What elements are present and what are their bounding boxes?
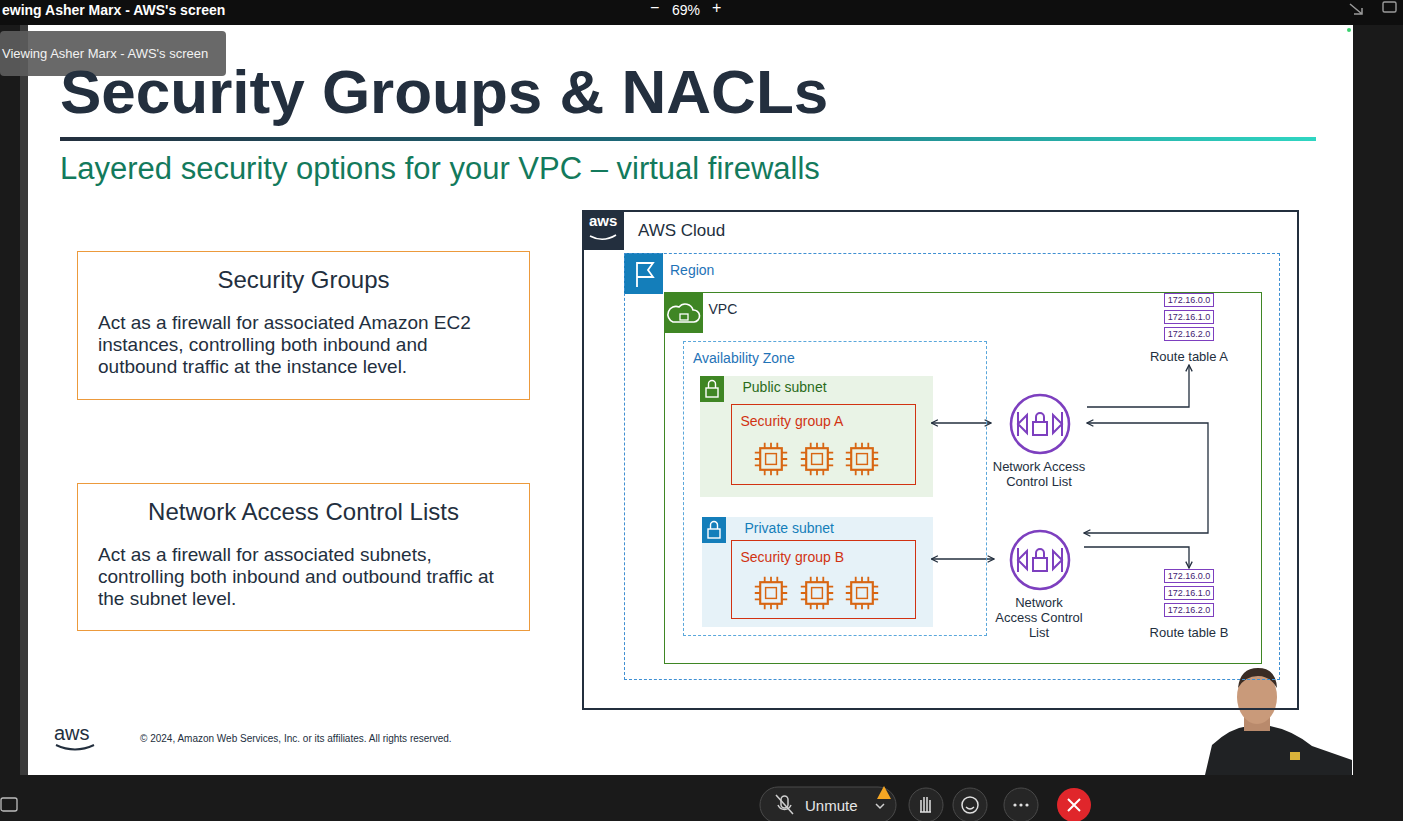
aws-logo-text: aws — [589, 212, 617, 229]
group-label: Public subnet — [743, 379, 932, 395]
connector-arrow — [932, 558, 995, 559]
aws-logo-smile — [56, 745, 94, 750]
nacl-icons — [1011, 395, 1069, 589]
security-group: Security group B — [731, 540, 916, 619]
group-label: Region — [670, 262, 1279, 278]
route-table: 172.16.0.0 172.16.1.0 172.16.2.0Route tabl… — [1149, 293, 1229, 364]
slide-title: Security Groups & NACLs — [60, 61, 828, 123]
group-label: Availability Zone — [693, 350, 986, 366]
route-table: 172.16.0.0 172.16.1.0 172.16.2.0Route tabl… — [1149, 569, 1229, 640]
presenter-video — [1205, 668, 1352, 775]
route-entry: 172.16.0.0 — [1164, 293, 1215, 307]
share-tooltip: Viewing Asher Marx - AWS's screen — [2, 46, 208, 61]
slide-subtitle: Layered security options for your VPC – … — [60, 151, 820, 187]
nacl-label: Network Access Control List — [991, 459, 1087, 489]
zoom-out: − — [650, 0, 659, 17]
box-body: Act as a firewall for associated subnets… — [98, 544, 509, 610]
group-label: Security group A — [741, 413, 915, 429]
nacl-node: Network Access Control List — [994, 529, 1084, 640]
region-icon — [624, 253, 663, 294]
unmute-button-label: Unmute — [805, 797, 858, 814]
group-label: Security group B — [741, 549, 915, 565]
title-rule — [60, 137, 1316, 141]
route-entry: 172.16.0.0 — [1164, 569, 1215, 583]
zoom-level: 69% — [672, 2, 700, 18]
info-box: Security GroupsAct as a firewall for ass… — [77, 251, 530, 400]
window-title: ewing Asher Marx - AWS's screen — [2, 2, 225, 18]
security-group: Security group A — [731, 404, 916, 485]
zoom-in: + — [712, 0, 721, 17]
vpc-icon — [664, 292, 703, 333]
route-entry: 172.16.1.0 — [1164, 310, 1215, 324]
connector-arrow — [932, 422, 992, 423]
aws-cloud-logo — [582, 210, 624, 250]
box-body: Act as a firewall for associated Amazon … — [98, 312, 509, 378]
call-toolbar — [1, 786, 1091, 821]
nacl-label: Network Access Control List — [994, 595, 1084, 640]
aws-cloud-group: AWS CloudRegionVPCAvailability ZonePubli… — [582, 210, 1299, 710]
info-box: Network Access Control ListsAct as a fir… — [77, 483, 530, 631]
connector-arrow — [1084, 423, 1208, 533]
public-subnet: Public subnetSecurity group A — [699, 375, 932, 496]
route-table-label: Route table B — [1149, 625, 1229, 640]
vpc-group: VPCAvailability ZonePublic subnetSecurit… — [664, 292, 1262, 664]
box-heading: Security Groups — [78, 266, 529, 294]
connector-arrow — [1087, 365, 1189, 407]
group-label: AWS Cloud — [638, 221, 1297, 241]
aws-logo-text: aws — [54, 722, 90, 745]
box-heading: Network Access Control Lists — [78, 498, 529, 526]
copyright-note: © 2024, Amazon Web Services, Inc. or its… — [140, 733, 452, 744]
subnet-grounds — [700, 376, 933, 627]
private-subnet: Private subnetSecurity group B — [701, 516, 932, 626]
route-entry: 172.16.2.0 — [1164, 603, 1215, 617]
availability-zone-group: Availability ZonePublic subnetSecurity g… — [683, 341, 987, 636]
group-label: Private subnet — [745, 520, 932, 536]
nacl-node: Network Access Control List — [991, 393, 1087, 489]
connector-arrow — [1084, 547, 1189, 568]
route-entry: 172.16.2.0 — [1164, 327, 1215, 341]
region-group: RegionVPCAvailability ZonePublic subnetS… — [624, 253, 1280, 680]
route-entry: 172.16.1.0 — [1164, 586, 1215, 600]
route-table-label: Route table A — [1149, 349, 1229, 364]
